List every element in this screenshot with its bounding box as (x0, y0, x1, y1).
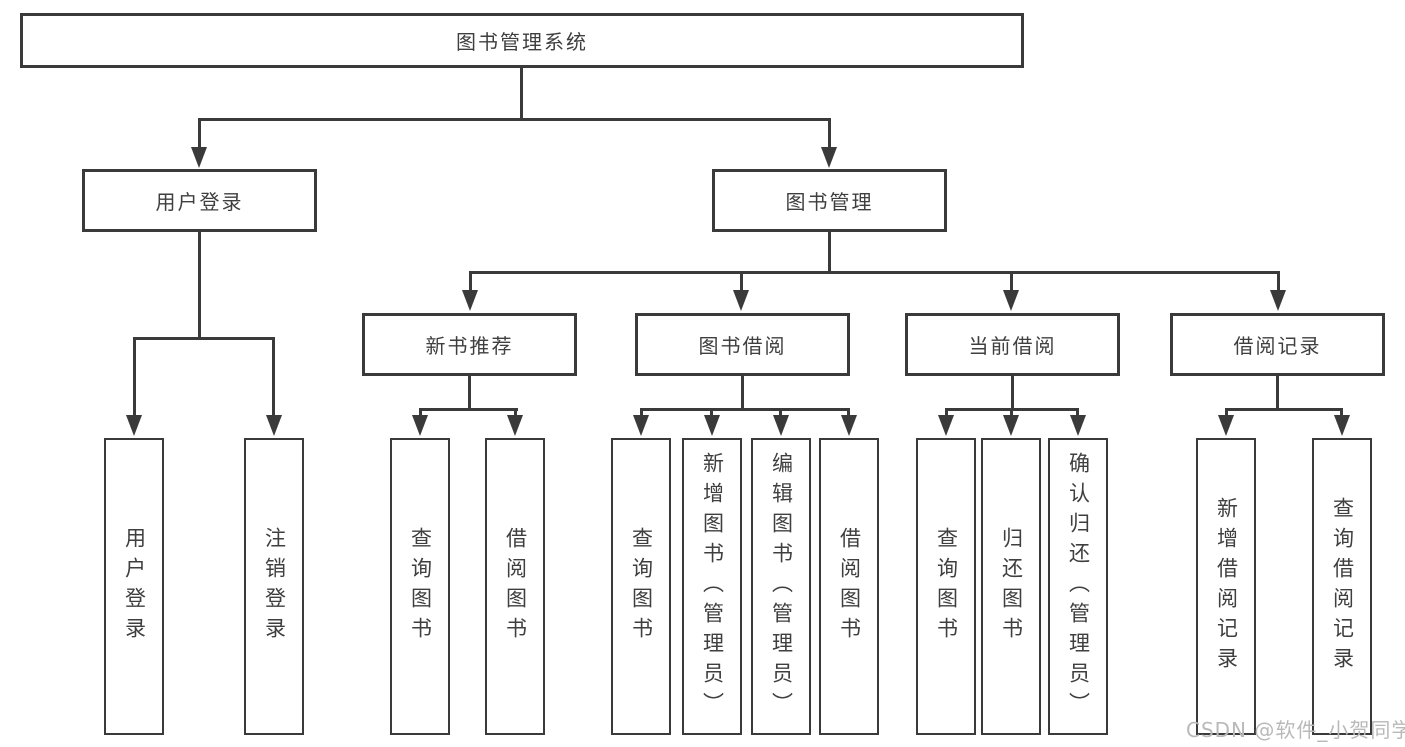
arrowhead-user-login (191, 147, 207, 168)
connector-book-hline (469, 271, 1280, 274)
node-label: 查询图书 (629, 526, 654, 647)
leaf-user-login: 用户登录 (104, 438, 164, 735)
connector-sec2-stem-4 (847, 408, 850, 418)
connector-sec4-stem-2 (1340, 408, 1343, 418)
node-label: 查询图书 (408, 526, 433, 647)
arrowhead-sec4-child-1 (1218, 415, 1234, 436)
connector-book-vline (828, 232, 831, 271)
arrowhead-sec2-child-1 (633, 415, 649, 436)
connector-sec3-stem-3 (1076, 408, 1079, 418)
leaf-query-borrow-record: 查询借阅记录 (1312, 438, 1372, 735)
connector-sec4-vline (1276, 376, 1279, 408)
node-book-borrow: 图书借阅 (635, 313, 850, 376)
connector-sec2-stem-3 (779, 408, 782, 418)
connector-sec3-stem-1 (945, 408, 948, 418)
leaf-borrow-books: 借阅图书 (819, 438, 879, 735)
arrowhead-section-1 (462, 290, 478, 311)
arrowhead-user-child-1 (126, 415, 142, 436)
connector-user-stem-2 (272, 337, 275, 417)
node-label: 图书管理 (785, 190, 874, 214)
arrowhead-user-child-2 (266, 415, 282, 436)
leaf-return-book: 归还图书 (981, 438, 1041, 735)
connector-sec2-stem-1 (640, 408, 643, 418)
watermark: CSDN @软件_小贺同学 (1186, 718, 1405, 742)
connector-book-stem-1 (469, 271, 472, 293)
node-label: 借阅记录 (1233, 334, 1322, 358)
leaf-query-books-current: 查询图书 (916, 438, 976, 735)
connector-sec2-hline (640, 408, 850, 411)
connector-user-hline (133, 337, 274, 340)
connector-sec1-stem-2 (514, 408, 517, 418)
node-label: 当前借阅 (968, 334, 1057, 358)
leaf-logout: 注销登录 (244, 438, 304, 735)
connector-book-stem-3 (1010, 271, 1013, 293)
node-label: 查询图书 (934, 526, 959, 647)
node-label: 编辑图书（管理员） (769, 451, 794, 722)
leaf-add-book-admin: 新增图书（管理员） (682, 438, 742, 735)
node-user-login: 用户登录 (82, 169, 317, 232)
connector-root-hline (198, 118, 831, 121)
connector-sec1-vline (468, 376, 471, 408)
node-label: 图书管理系统 (456, 30, 588, 54)
node-label: 查询借阅记录 (1330, 496, 1355, 677)
leaf-borrow-books-recommend: 借阅图书 (485, 438, 545, 735)
arrowhead-section-4 (1270, 290, 1286, 311)
arrowhead-sec3-child-1 (938, 415, 954, 436)
node-current-borrow: 当前借阅 (905, 313, 1120, 376)
connector-sec4-stem-1 (1225, 408, 1228, 418)
arrowhead-sec3-child-2 (1003, 415, 1019, 436)
node-label: 用户登录 (122, 526, 147, 647)
leaf-edit-book-admin: 编辑图书（管理员） (751, 438, 811, 735)
leaf-add-borrow-record: 新增借阅记录 (1196, 438, 1256, 735)
node-label: 图书借阅 (698, 334, 787, 358)
connector-sec1-hline (419, 408, 518, 411)
arrowhead-sec4-child-2 (1334, 415, 1350, 436)
arrowhead-sec1-child-2 (507, 415, 523, 436)
connector-user-stem-1 (133, 337, 136, 417)
leaf-query-books-borrow: 查询图书 (611, 438, 671, 735)
node-label: 注销登录 (262, 526, 287, 647)
connector-root-stem-left (198, 118, 201, 152)
connector-sec2-vline (741, 376, 744, 408)
node-book-management: 图书管理 (712, 169, 947, 232)
leaf-query-books-recommend: 查询图书 (390, 438, 450, 735)
connector-sec2-stem-2 (710, 408, 713, 418)
node-label: 新增图书（管理员） (700, 451, 725, 722)
leaf-confirm-return-admin: 确认归还（管理员） (1048, 438, 1108, 735)
node-label: 借阅图书 (837, 526, 862, 647)
connector-root-vline (520, 68, 523, 118)
arrowhead-sec3-child-3 (1070, 415, 1086, 436)
arrowhead-sec2-child-4 (841, 415, 857, 436)
arrowhead-sec2-child-2 (704, 415, 720, 436)
connector-sec3-stem-2 (1010, 408, 1013, 418)
node-borrow-records: 借阅记录 (1170, 313, 1385, 376)
connector-sec1-stem-1 (419, 408, 422, 418)
arrowhead-sec1-child-1 (412, 415, 428, 436)
connector-book-stem-4 (1277, 271, 1280, 293)
node-label: 确认归还（管理员） (1066, 451, 1091, 722)
node-label: 新增借阅记录 (1214, 496, 1239, 677)
connector-user-vline (198, 232, 201, 337)
connector-sec4-hline (1225, 408, 1343, 411)
arrowhead-book-management (821, 147, 837, 168)
node-label: 用户登录 (155, 190, 244, 214)
node-label: 归还图书 (999, 526, 1024, 647)
connector-sec3-vline (1011, 376, 1014, 408)
node-new-book-recommend: 新书推荐 (362, 313, 577, 376)
arrowhead-sec2-child-3 (773, 415, 789, 436)
node-root: 图书管理系统 (20, 13, 1024, 68)
node-label: 新书推荐 (425, 334, 514, 358)
arrowhead-section-3 (1003, 290, 1019, 311)
connector-root-stem-right (828, 118, 831, 152)
connector-book-stem-2 (740, 271, 743, 293)
arrowhead-section-2 (733, 290, 749, 311)
node-label: 借阅图书 (503, 526, 528, 647)
